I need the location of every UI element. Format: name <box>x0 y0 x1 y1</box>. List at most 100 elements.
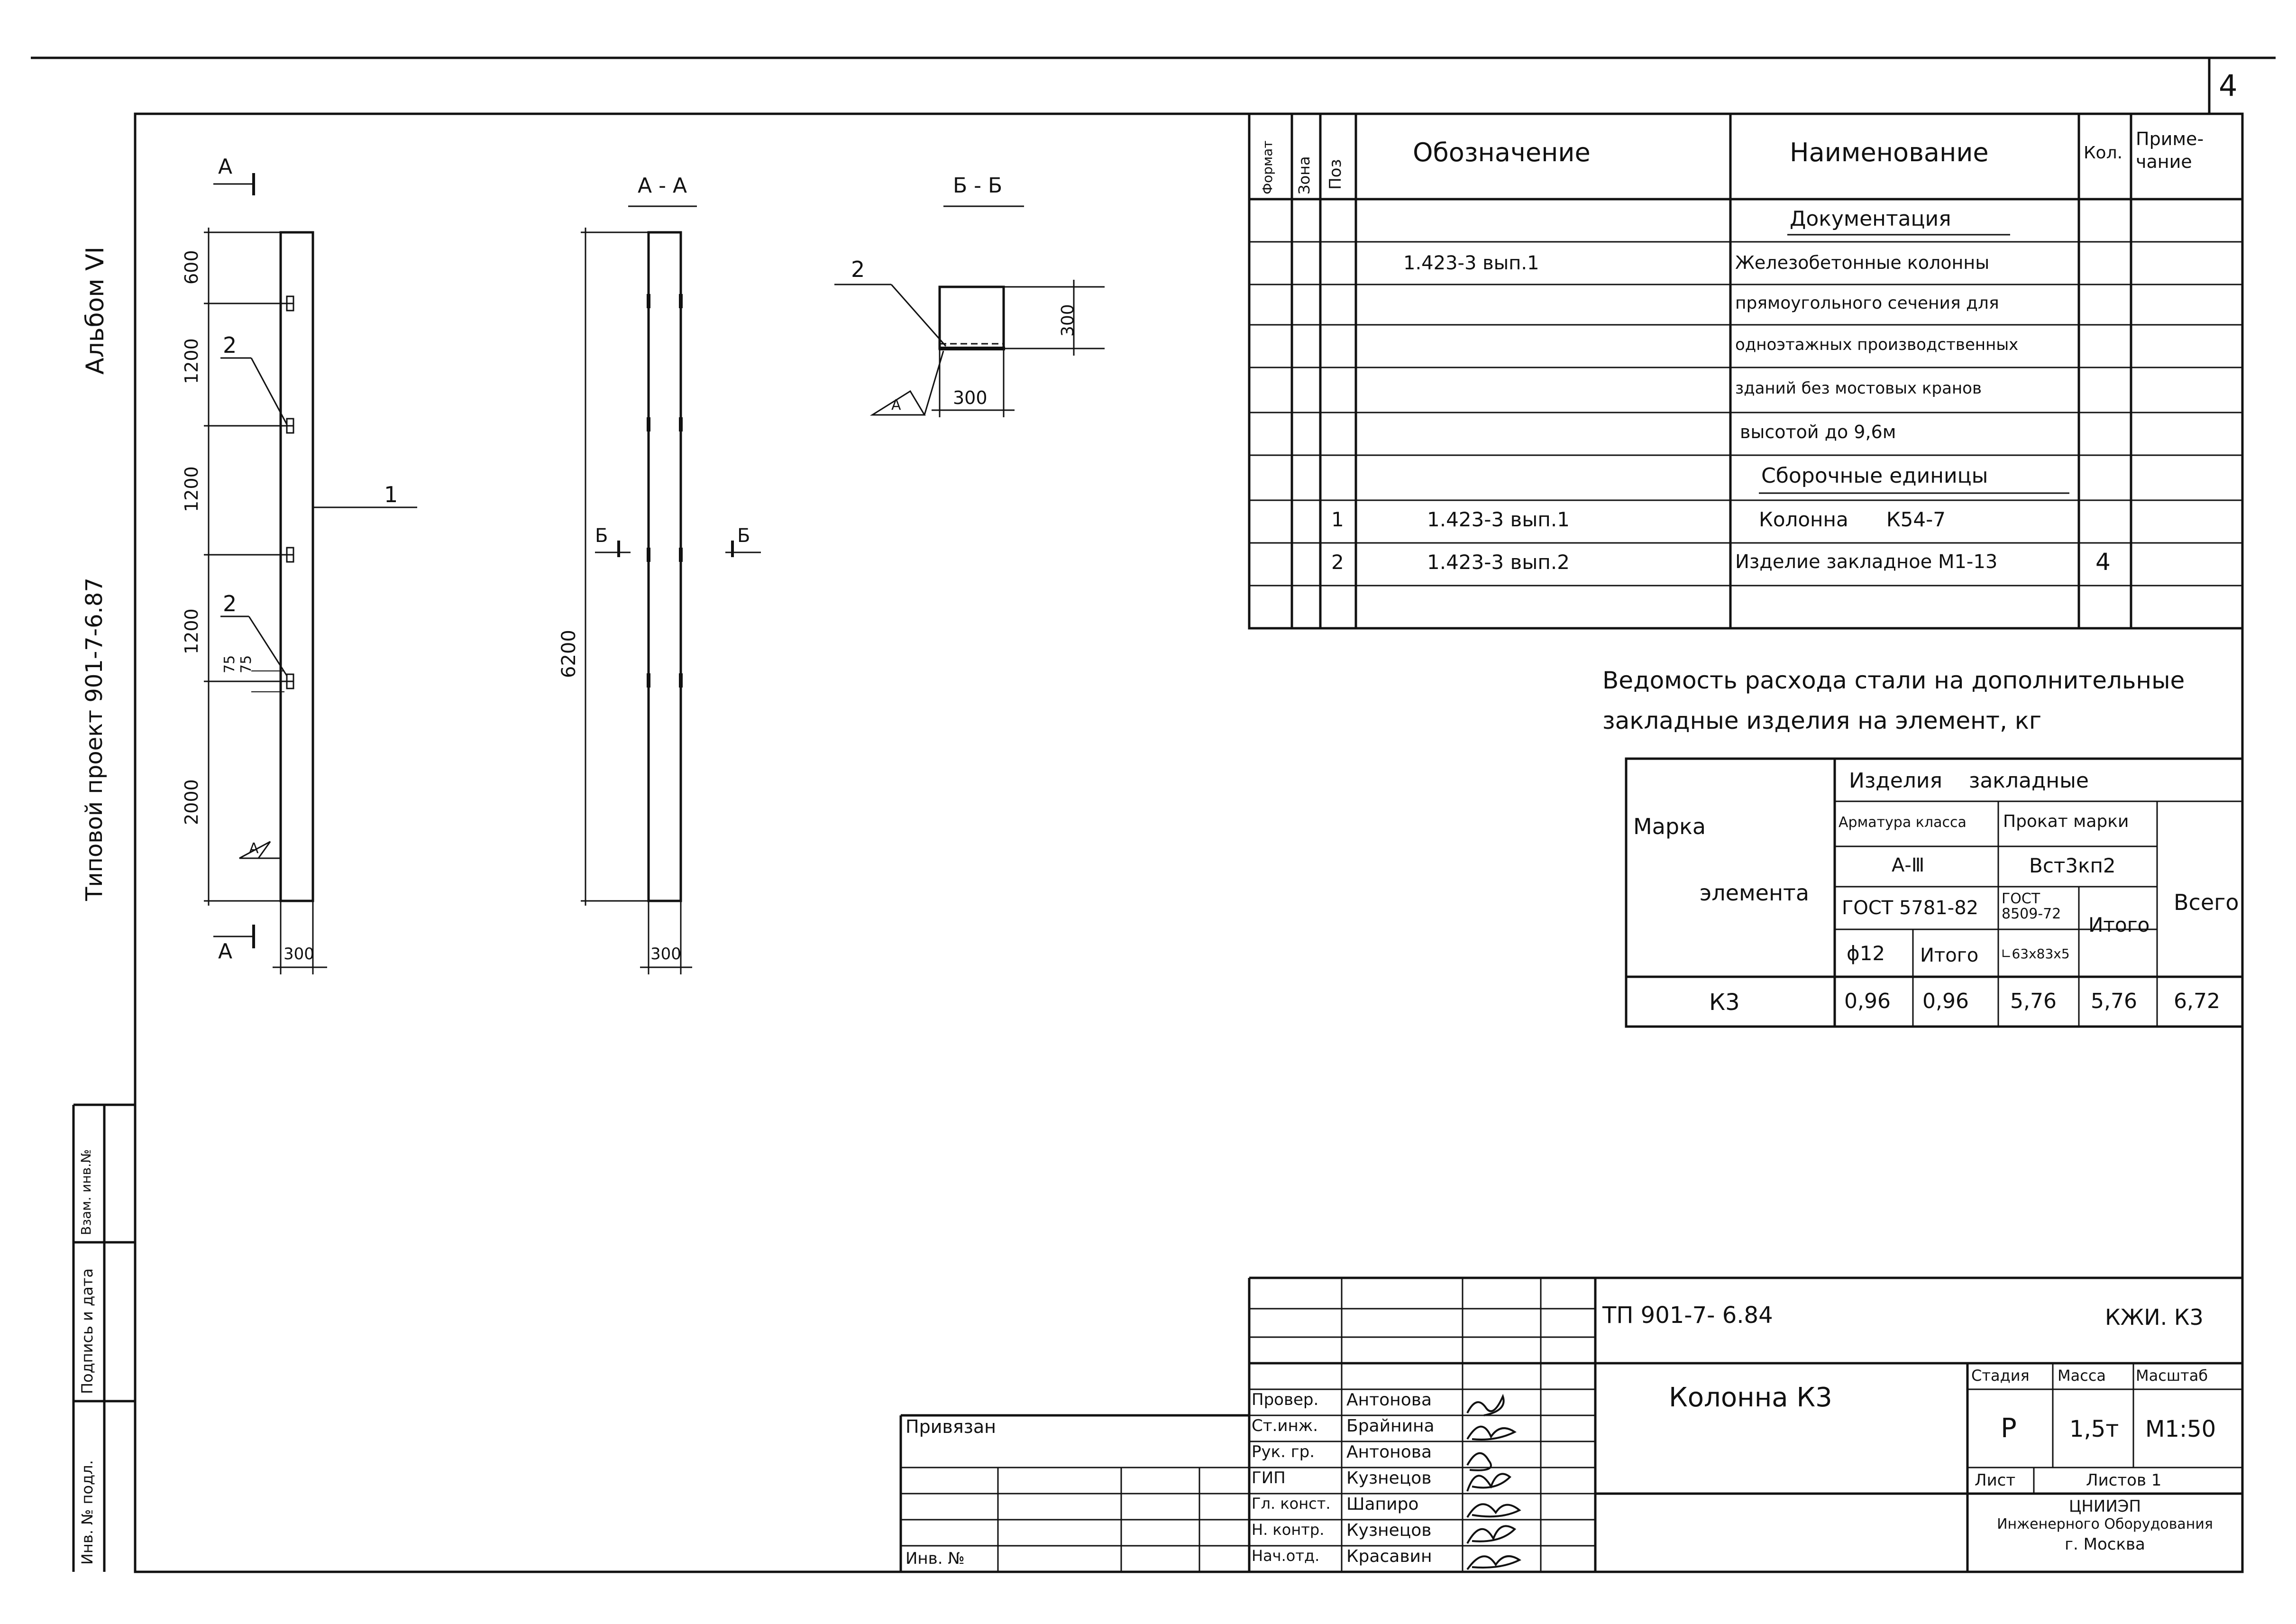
vzam-inv-label: Взам. инв.№ <box>78 1149 94 1235</box>
spec-row2-name: Изделие закладное М1-13 <box>1735 551 1998 573</box>
title-scale-label: Масштаб <box>2136 1367 2208 1385</box>
callout-2-a: 2 <box>223 332 237 358</box>
steel-row-mark: К3 <box>1709 989 1740 1016</box>
dim-1200-a: 1200 <box>181 338 202 384</box>
signature-date-label: Подпись и дата <box>78 1268 96 1394</box>
steel-rolled-mark: Прокат марки <box>2003 812 2129 831</box>
steel-row-grand-total: 6,72 <box>2174 989 2220 1013</box>
callout-2-section: 2 <box>851 257 865 282</box>
title-org-2: Инженерного Оборудования <box>1997 1516 2213 1532</box>
steel-total-rolled-header: Итого <box>2088 913 2150 936</box>
title-person-5: Шапиро <box>1346 1495 1419 1514</box>
dim-300-width: 300 <box>953 387 988 408</box>
steel-row-total-rebar: 0,96 <box>1922 989 1969 1013</box>
title-role-7: Нач.отд. <box>1252 1547 1320 1565</box>
title-role-6: Н. контр. <box>1252 1521 1325 1539</box>
steel-embedded-header: Изделия закладные <box>1849 769 2089 793</box>
title-stage-label: Стадия <box>1971 1367 2030 1385</box>
spec-section-assemblies: Сборочные единицы <box>1761 464 1988 488</box>
title-stage: Р <box>2001 1413 2017 1444</box>
spec-doc-name-2: прямоугольного сечения для <box>1735 294 1999 313</box>
steel-row-dia: 0,96 <box>1844 989 1891 1013</box>
sheet-number: 4 <box>2219 68 2238 103</box>
steel-row-angle: 5,76 <box>2010 989 2057 1013</box>
spec-header-name: Наименование <box>1790 138 1989 167</box>
title-person-2: Брайнина <box>1346 1416 1435 1436</box>
steel-gost-rebar: ГОСТ 5781-82 <box>1842 897 1979 919</box>
title-person-1: Антонова <box>1346 1390 1432 1410</box>
steel-angle-header: ∟63х83х5 <box>2001 946 2070 962</box>
steel-mark-label-2: элемента <box>1700 880 1810 906</box>
title-org-1: ЦНИИЭП <box>2068 1497 2141 1516</box>
steel-gost-rolled: ГОСТ 8509-72 <box>2002 890 2061 922</box>
section-bb-title: Б - Б <box>953 174 1003 198</box>
callout-2-b: 2 <box>223 591 237 616</box>
dim-300-elevation: 300 <box>284 945 314 963</box>
dim-1200-b: 1200 <box>181 466 202 512</box>
title-sheet-code: КЖИ. К3 <box>2105 1304 2204 1330</box>
title-person-6: Кузнецов <box>1346 1521 1432 1540</box>
spec-doc-name-3: одноэтажных производственных <box>1735 335 2019 354</box>
spec-header-pos: Поз <box>1326 159 1345 190</box>
inv-podl-label: Инв. № подл. <box>78 1460 96 1565</box>
title-sheet-label: Лист <box>1975 1471 2016 1490</box>
title-scale: М1:50 <box>2145 1416 2216 1442</box>
spec-row1-pos: 1 <box>1331 508 1344 531</box>
spec-header-zone: Зона <box>1295 156 1313 194</box>
section-aa-title: А - А <box>638 174 687 198</box>
dim-75-a: 75 <box>221 655 238 673</box>
view-a-section: А <box>891 397 901 413</box>
title-mass-label: Масса <box>2058 1367 2106 1385</box>
title-sheets-label: Листов 1 <box>2086 1471 2162 1490</box>
spec-row2-qty: 4 <box>2095 548 2111 576</box>
project-label: Типовой проект 901-7-6.87 <box>81 577 108 901</box>
steel-title-line1: Ведомость расхода стали на дополнительны… <box>1602 667 2185 694</box>
spec-doc-name-5: высотой до 9,6м <box>1740 422 1896 442</box>
steel-total-rebar-header: Итого <box>1920 945 1979 966</box>
dim-600: 600 <box>181 250 202 284</box>
spec-header-note: Приме-чание <box>2136 128 2204 172</box>
spec-row1-designation: 1.423-3 вып.1 <box>1427 508 1570 531</box>
spec-row2-designation: 1.423-3 вып.2 <box>1427 551 1570 574</box>
title-name: Колонна К3 <box>1669 1382 1832 1413</box>
section-a-top: А <box>218 155 233 179</box>
title-mass: 1,5т <box>2069 1416 2119 1442</box>
spec-doc-name-1: Железобетонные колонны <box>1735 252 1990 273</box>
title-role-2: Ст.инж. <box>1252 1416 1318 1435</box>
title-person-4: Кузнецов <box>1346 1468 1432 1488</box>
view-a-label: А <box>249 840 259 857</box>
steel-row-total-rolled: 5,76 <box>2091 989 2137 1013</box>
title-role-3: Рук. гр. <box>1252 1442 1315 1461</box>
title-role-1: Провер. <box>1252 1390 1319 1409</box>
section-b-left: Б <box>595 525 608 547</box>
dim-1200-c: 1200 <box>181 608 202 654</box>
title-inv-no: Инв. № <box>906 1549 965 1568</box>
dim-300-section: 300 <box>650 945 681 963</box>
title-org-3: г. Москва <box>2065 1535 2145 1554</box>
dim-75-b: 75 <box>238 655 255 673</box>
steel-mark-label-1: Марка <box>1633 814 1706 839</box>
steel-dia-header: ϕ12 <box>1847 942 1885 965</box>
spec-row1-name: Колонна К54-7 <box>1759 508 1946 531</box>
spec-header-qty: Кол. <box>2084 143 2123 163</box>
spec-doc-designation: 1.423-3 вып.1 <box>1403 252 1539 274</box>
steel-rebar-class: Арматура класса <box>1839 814 1967 831</box>
steel-grand-total-header: Всего <box>2174 890 2239 915</box>
spec-header-format: Формат <box>1260 140 1275 194</box>
title-bound: Привязан <box>906 1416 996 1437</box>
spec-row2-pos: 2 <box>1331 551 1344 574</box>
signatures <box>1466 1394 1521 1570</box>
title-role-4: ГИП <box>1252 1468 1286 1487</box>
title-person-7: Красавин <box>1346 1547 1432 1566</box>
album-label: Альбом VI <box>81 246 110 375</box>
steel-rolled-grade: Вст3кп2 <box>2029 854 2116 877</box>
callout-1: 1 <box>384 482 398 507</box>
spec-header-designation: Обозначение <box>1413 138 1591 167</box>
title-person-3: Антонова <box>1346 1442 1432 1462</box>
dim-6200: 6200 <box>558 630 580 678</box>
spec-section-docs: Документация <box>1790 207 1951 231</box>
steel-rebar-grade: А-Ⅲ <box>1892 854 1925 876</box>
steel-title-line2: закладные изделия на элемент, кг <box>1602 707 2042 734</box>
dim-300-height: 300 <box>1058 304 1078 337</box>
